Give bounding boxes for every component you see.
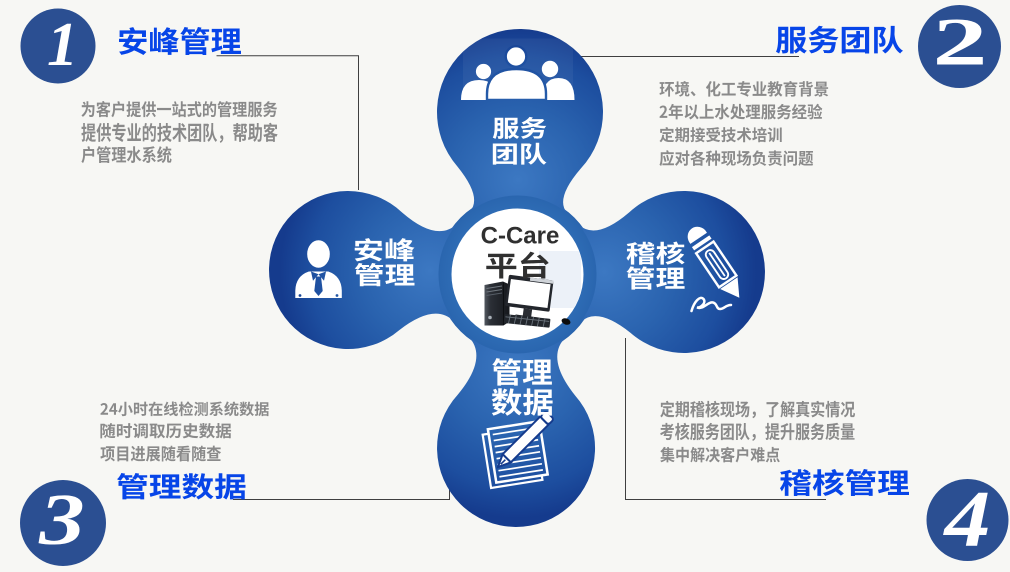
- svg-text:4: 4: [942, 476, 990, 564]
- svg-text:2: 2: [933, 4, 988, 80]
- svg-text:1: 1: [47, 11, 78, 79]
- svg-text:C-Care: C-Care: [481, 222, 560, 249]
- svg-text:3: 3: [38, 479, 85, 560]
